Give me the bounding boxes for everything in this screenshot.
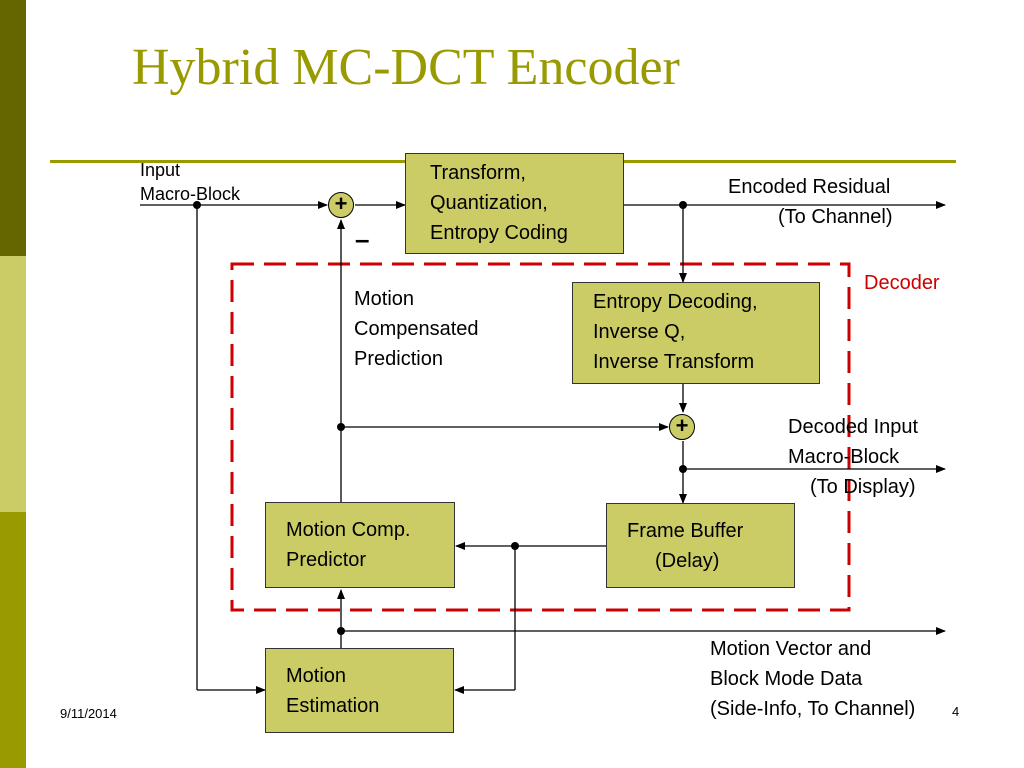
label-line: Prediction: [354, 348, 443, 370]
box-line: Motion: [286, 665, 347, 687]
label-line: Motion Vector and: [710, 638, 872, 660]
label-line: (To Channel): [778, 206, 893, 228]
box-line: Transform,: [430, 162, 526, 184]
label-line: Motion: [354, 288, 415, 310]
box-line: Quantization,: [430, 192, 548, 214]
label-line: Encoded Residual: [728, 176, 891, 198]
box-line: Predictor: [286, 549, 367, 571]
box-line: Entropy Coding: [430, 222, 568, 244]
box-line: Estimation: [286, 695, 380, 717]
motion-vector-label: Motion Vector and Block Mode Data (Side-…: [710, 634, 915, 724]
box-line: Entropy Decoding,: [593, 291, 758, 313]
frame-buffer-box: Frame Buffer (Delay): [606, 503, 795, 588]
junction-dot: [337, 627, 345, 635]
box-line: Inverse Q,: [593, 321, 686, 343]
decoder-label: Decoder: [864, 272, 940, 294]
slide-page-number: 4: [952, 704, 960, 719]
input-label: Input Macro-Block: [140, 158, 240, 206]
decoder-region: [230, 262, 851, 612]
label-line: Block Mode Data: [710, 668, 863, 690]
junction-dot: [679, 201, 687, 209]
junction-dot: [337, 423, 345, 431]
label-line: Decoded Input: [788, 416, 919, 438]
sidebar-band-dark: [0, 0, 26, 256]
reconstruction-adder: +: [669, 414, 695, 440]
minus-sign: –: [355, 224, 370, 254]
input-summer: +: [328, 192, 354, 218]
label-line: Compensated: [354, 318, 479, 340]
box-line: Inverse Transform: [593, 351, 755, 373]
junction-dot: [511, 542, 519, 550]
slide-title: Hybrid MC-DCT Encoder: [132, 39, 680, 96]
motion-comp-predictor-box: Motion Comp. Predictor: [265, 502, 455, 588]
junction-dot: [679, 465, 687, 473]
transform-quantization-box: Transform, Quantization, Entropy Coding: [405, 153, 624, 254]
junction-dot: [193, 201, 201, 209]
mc-prediction-label: Motion Compensated Prediction: [354, 284, 479, 374]
decoded-input-label: Decoded Input Macro-Block (To Display): [788, 412, 918, 502]
slide-date: 9/11/2014: [60, 706, 117, 721]
sidebar-band-light: [0, 256, 26, 512]
label-line: (To Display): [810, 476, 916, 498]
entropy-decoding-box: Entropy Decoding, Inverse Q, Inverse Tra…: [572, 282, 820, 384]
label-line: (Side-Info, To Channel): [710, 698, 916, 720]
box-line: Frame Buffer: [627, 520, 744, 542]
sidebar-band-medium: [0, 512, 26, 768]
box-line: (Delay): [655, 550, 720, 572]
input-label-line: Macro-Block: [140, 184, 241, 204]
box-line: Motion Comp.: [286, 519, 411, 541]
motion-estimation-box: Motion Estimation: [265, 648, 454, 733]
input-label-line: Input: [140, 160, 181, 180]
encoded-residual-label: Encoded Residual (To Channel): [728, 172, 893, 232]
label-line: Macro-Block: [788, 446, 900, 468]
